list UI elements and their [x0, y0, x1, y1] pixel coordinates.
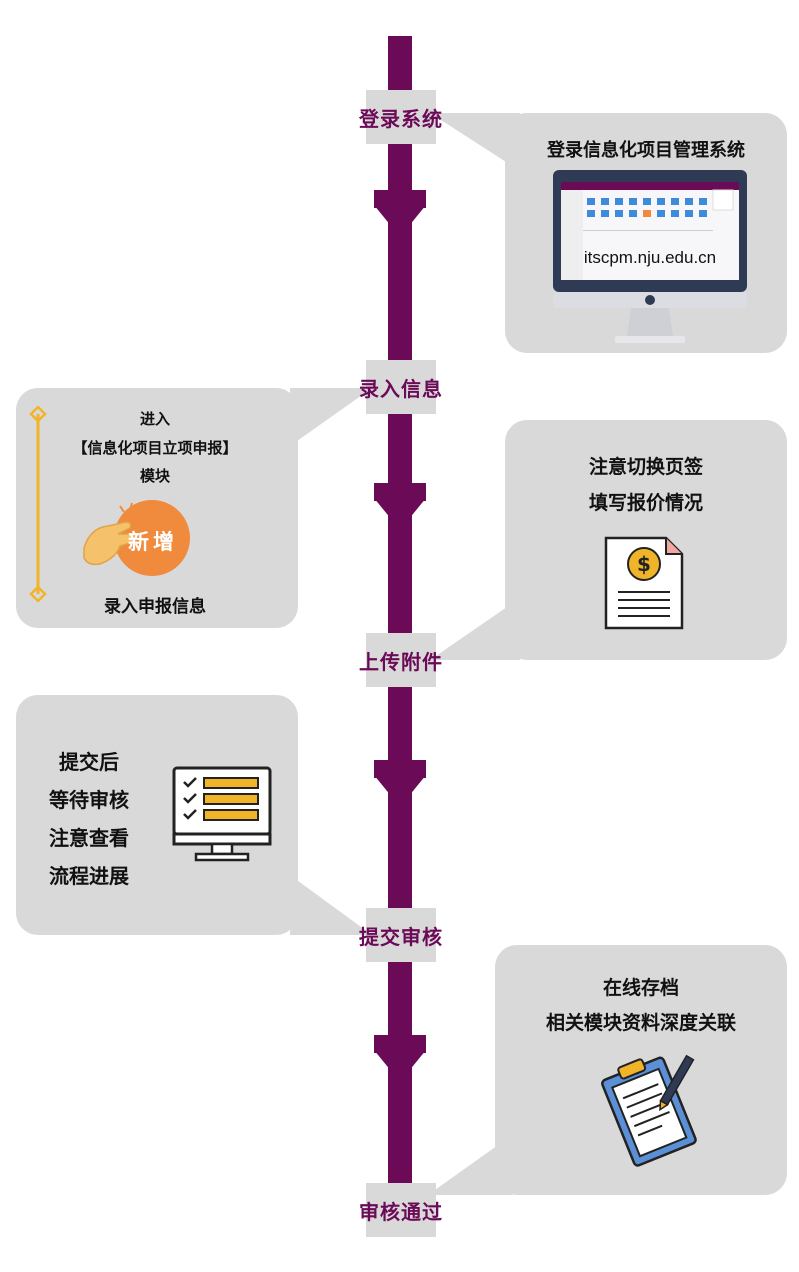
- bubble-pointer: [428, 1135, 512, 1195]
- enter-line3: 模块: [139, 467, 170, 485]
- step-upload: 上传附件: [359, 633, 442, 687]
- submit-line3: 注意查看: [49, 826, 129, 850]
- attach-line2: 填写报价情况: [588, 492, 703, 514]
- archive-line2: 相关模块资料深度关联: [545, 1012, 736, 1034]
- arrow-stem: [374, 1035, 426, 1053]
- enter-caption: 录入申报信息: [104, 597, 206, 617]
- submit-line4: 流程进展: [49, 864, 129, 888]
- clipboard-icon: [601, 1054, 697, 1167]
- submit-line2: 等待审核: [49, 788, 129, 812]
- enter-line2: 【信息化项目立项申报】: [72, 439, 238, 457]
- step-submit: 提交审核: [359, 908, 442, 962]
- down-arrow-icon: [374, 498, 426, 530]
- attach-line1: 注意切换页签: [588, 456, 703, 478]
- step-approved-label: 审核通过: [359, 1199, 443, 1224]
- bubble-pointer: [290, 388, 372, 446]
- svg-text:$: $: [637, 552, 651, 576]
- login-title: 登录信息化项目管理系统: [547, 140, 745, 161]
- down-arrow-icon: [374, 1050, 426, 1082]
- arrow-stem: [374, 483, 426, 501]
- step-login-label: 登录系统: [359, 106, 443, 131]
- hand-pointer-icon: [83, 500, 190, 576]
- arrow-stem: [374, 760, 426, 778]
- submit-line1: 提交后: [59, 750, 119, 774]
- archive-line1: 在线存档: [602, 977, 679, 999]
- down-arrow-icon: [374, 775, 426, 807]
- monitor-icon: [553, 170, 747, 343]
- enter-line1: 进入: [139, 410, 170, 428]
- checklist-monitor-icon: [172, 766, 272, 862]
- arrow-stem: [374, 190, 426, 208]
- new-button[interactable]: 新增: [128, 530, 178, 554]
- step-enter-info-label: 录入信息: [359, 376, 443, 401]
- step-approved: 审核通过: [359, 1183, 442, 1237]
- bubble-pointer: [290, 875, 372, 935]
- step-submit-label: 提交审核: [359, 924, 443, 949]
- bubble-pointer: [430, 113, 520, 171]
- down-arrow-icon: [374, 205, 426, 237]
- bubble-pointer: [430, 598, 520, 660]
- invoice-icon: $: [604, 536, 684, 630]
- step-login: 登录系统: [359, 90, 442, 144]
- login-url: itscpm.nju.edu.cn: [583, 248, 717, 267]
- step-enter-info: 录入信息: [359, 360, 442, 414]
- bracket-line: [29, 406, 47, 602]
- step-upload-label: 上传附件: [359, 649, 443, 674]
